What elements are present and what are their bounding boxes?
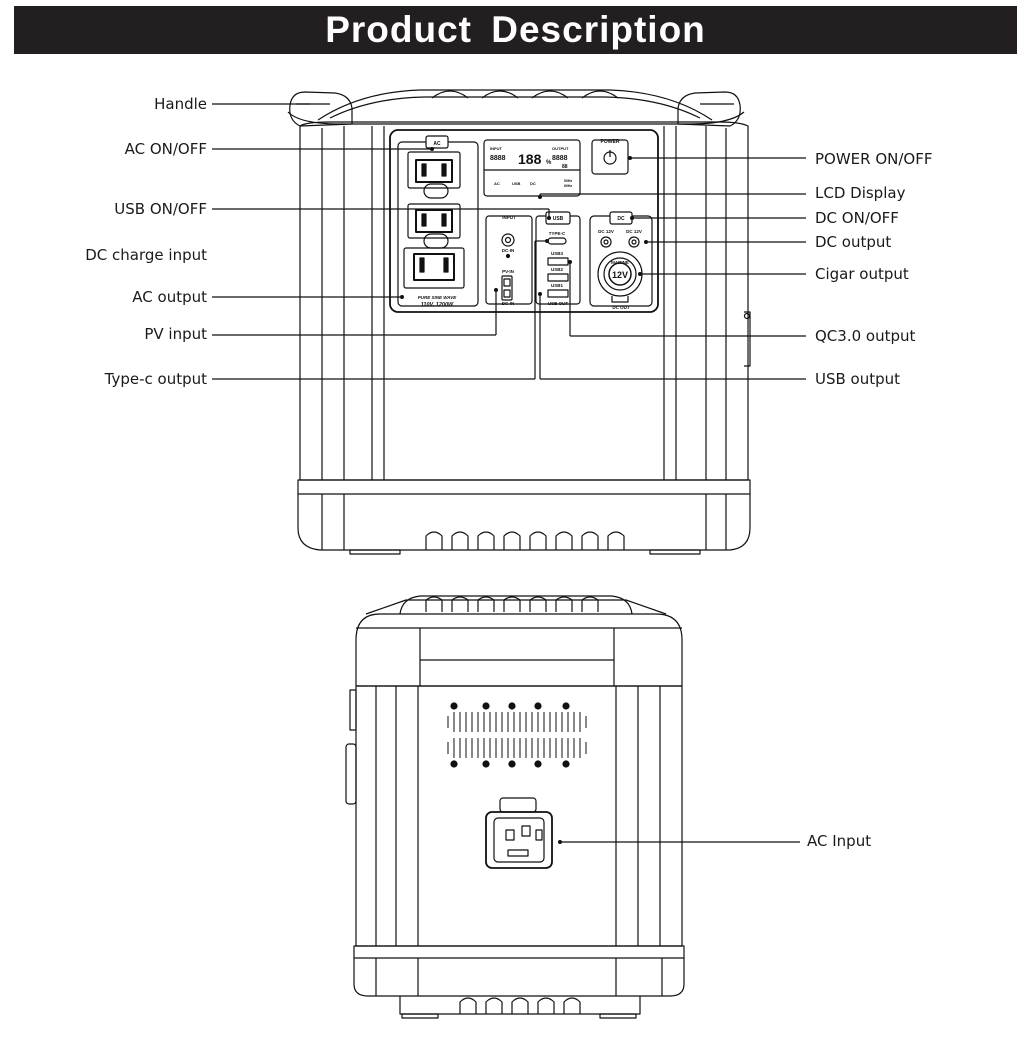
label-ac-input: AC Input bbox=[807, 832, 872, 850]
usb3-label: USB3 bbox=[551, 251, 564, 256]
callout-dots bbox=[400, 147, 648, 844]
label-ac-on-off: AC ON/OFF bbox=[124, 140, 207, 158]
dc-out-label: DC OUT bbox=[612, 305, 629, 310]
dc-in-bottom: DC-IN bbox=[502, 301, 515, 306]
label-handle: Handle bbox=[154, 95, 207, 113]
back-view bbox=[345, 595, 800, 1019]
label-cigar-output: Cigar output bbox=[815, 265, 909, 283]
label-dc-output: DC output bbox=[815, 233, 892, 251]
usb-out-label: USB OUT bbox=[548, 301, 569, 306]
lcd-icon-ac: AC bbox=[494, 181, 500, 186]
label-usb-output: USB output bbox=[815, 370, 901, 388]
label-usb-on-off: USB ON/OFF bbox=[114, 200, 207, 218]
lcd-digits-center: 188 bbox=[518, 151, 542, 167]
title-banner: Product Description bbox=[14, 6, 1017, 54]
label-type-c-output: Type-c output bbox=[104, 370, 207, 388]
label-ac-output: AC output bbox=[132, 288, 207, 306]
label-pv-input: PV input bbox=[144, 325, 207, 343]
usb-button-label: USB bbox=[553, 216, 564, 222]
lcd-output-label: OUTPUT bbox=[552, 146, 569, 151]
twelve-v-label: 12V bbox=[612, 270, 628, 280]
power-button-label: POWER bbox=[601, 139, 620, 145]
lcd-pct: % bbox=[546, 160, 552, 166]
usb1-label: USB1 bbox=[551, 283, 564, 288]
ac-button-label: AC bbox=[433, 141, 441, 147]
dc-in-top: DC-IN bbox=[502, 248, 515, 253]
lcd-small-digits: 88 bbox=[562, 164, 568, 170]
lcd-hz-1: 50Hz bbox=[564, 179, 572, 183]
marine-label: MARINE bbox=[611, 260, 629, 265]
lcd-digits-right: 8888 bbox=[552, 155, 568, 162]
lcd-input-label: INPUT bbox=[490, 146, 503, 151]
pv-in-label: PV-IN bbox=[502, 269, 514, 274]
label-dc-on-off: DC ON/OFF bbox=[815, 209, 899, 227]
page-title: Product Description bbox=[325, 9, 706, 50]
dc12v-left: DC 12V bbox=[598, 229, 614, 234]
lcd-icon-usb: USB bbox=[512, 181, 521, 186]
label-lcd-display: LCD Display bbox=[815, 184, 906, 202]
label-dc-charge-input: DC charge input bbox=[85, 246, 207, 264]
usb2-label: USB2 bbox=[551, 267, 564, 272]
type-c-label: TYPE-C bbox=[549, 231, 566, 236]
panel-text: AC POWER INPUT OUTPUT 8888 188 % 8888 88… bbox=[418, 139, 642, 310]
lcd-hz-2: 60Hz bbox=[564, 184, 572, 188]
input-header: INPUT bbox=[502, 215, 516, 220]
label-qc30-output: QC3.0 output bbox=[815, 327, 916, 345]
front-view bbox=[212, 89, 806, 555]
dc12v-right: DC 12V bbox=[626, 229, 642, 234]
lcd-digits-left: 8888 bbox=[490, 155, 506, 162]
dc-button-label: DC bbox=[617, 216, 625, 222]
pure-sine-label: PURE SINE WAVE bbox=[418, 295, 457, 300]
rating-label: 110V, 1200W bbox=[421, 302, 454, 308]
label-power-on-off: POWER ON/OFF bbox=[815, 150, 933, 168]
lcd-icon-dc: DC bbox=[530, 181, 536, 186]
